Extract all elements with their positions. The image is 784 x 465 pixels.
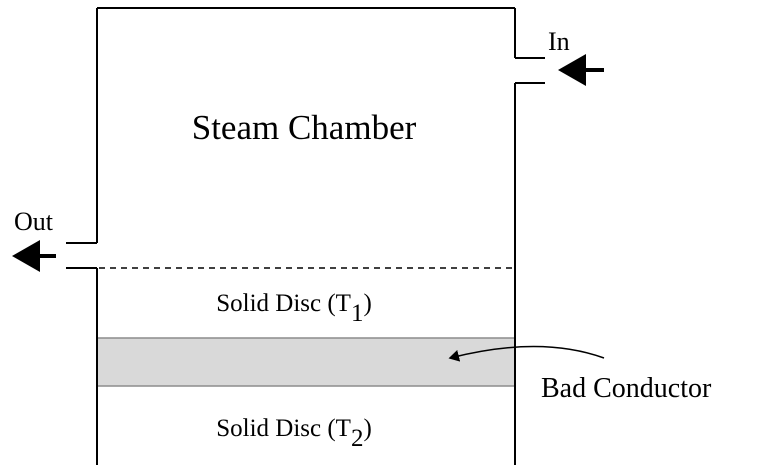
- conductor-pointer-arrow: [448, 345, 605, 362]
- disc1-label-suffix: ): [363, 290, 371, 317]
- disc1-label: Solid Disc (T1): [216, 290, 372, 327]
- disc2-label-suffix: ): [363, 415, 371, 442]
- outlet-label: Out: [14, 207, 54, 236]
- disc2-label-subscript: 2: [351, 425, 364, 452]
- disc1-label-subscript: 1: [351, 300, 364, 327]
- inlet-label: In: [548, 27, 570, 56]
- disc2-label: Solid Disc (T2): [216, 415, 372, 452]
- bad-conductor-layer: [96, 337, 516, 387]
- chamber-label: Steam Chamber: [192, 108, 417, 147]
- disc2-label-prefix: Solid Disc (T: [216, 415, 351, 442]
- disc1-label-prefix: Solid Disc (T: [216, 290, 351, 317]
- conductor-label: Bad Conductor: [541, 373, 712, 404]
